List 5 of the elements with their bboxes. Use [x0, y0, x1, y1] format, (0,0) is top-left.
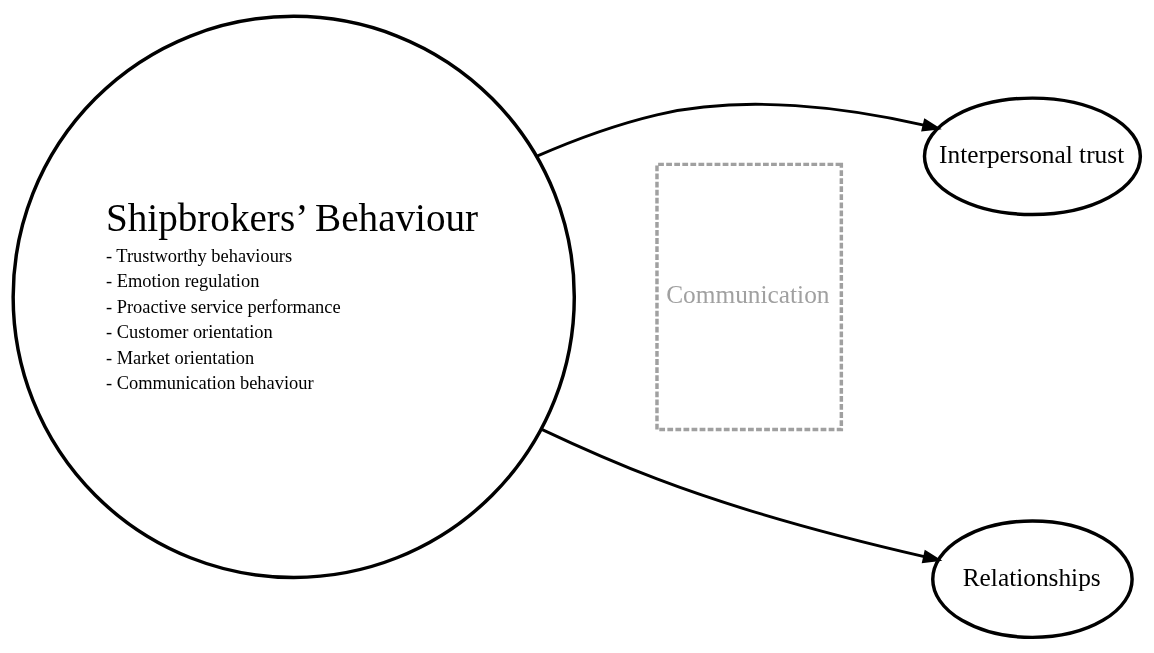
arrow	[540, 427, 943, 563]
node-ellipse: Relationships	[931, 518, 1134, 639]
node-circle: Shipbrokers’ Behaviour - Trustworthy behaviours - Emotion regulation - Proactive service performance - Customer orientation - Market orientation - Communication behaviour	[11, 14, 576, 579]
node-box: Communication	[655, 162, 844, 431]
arrow	[535, 102, 942, 158]
